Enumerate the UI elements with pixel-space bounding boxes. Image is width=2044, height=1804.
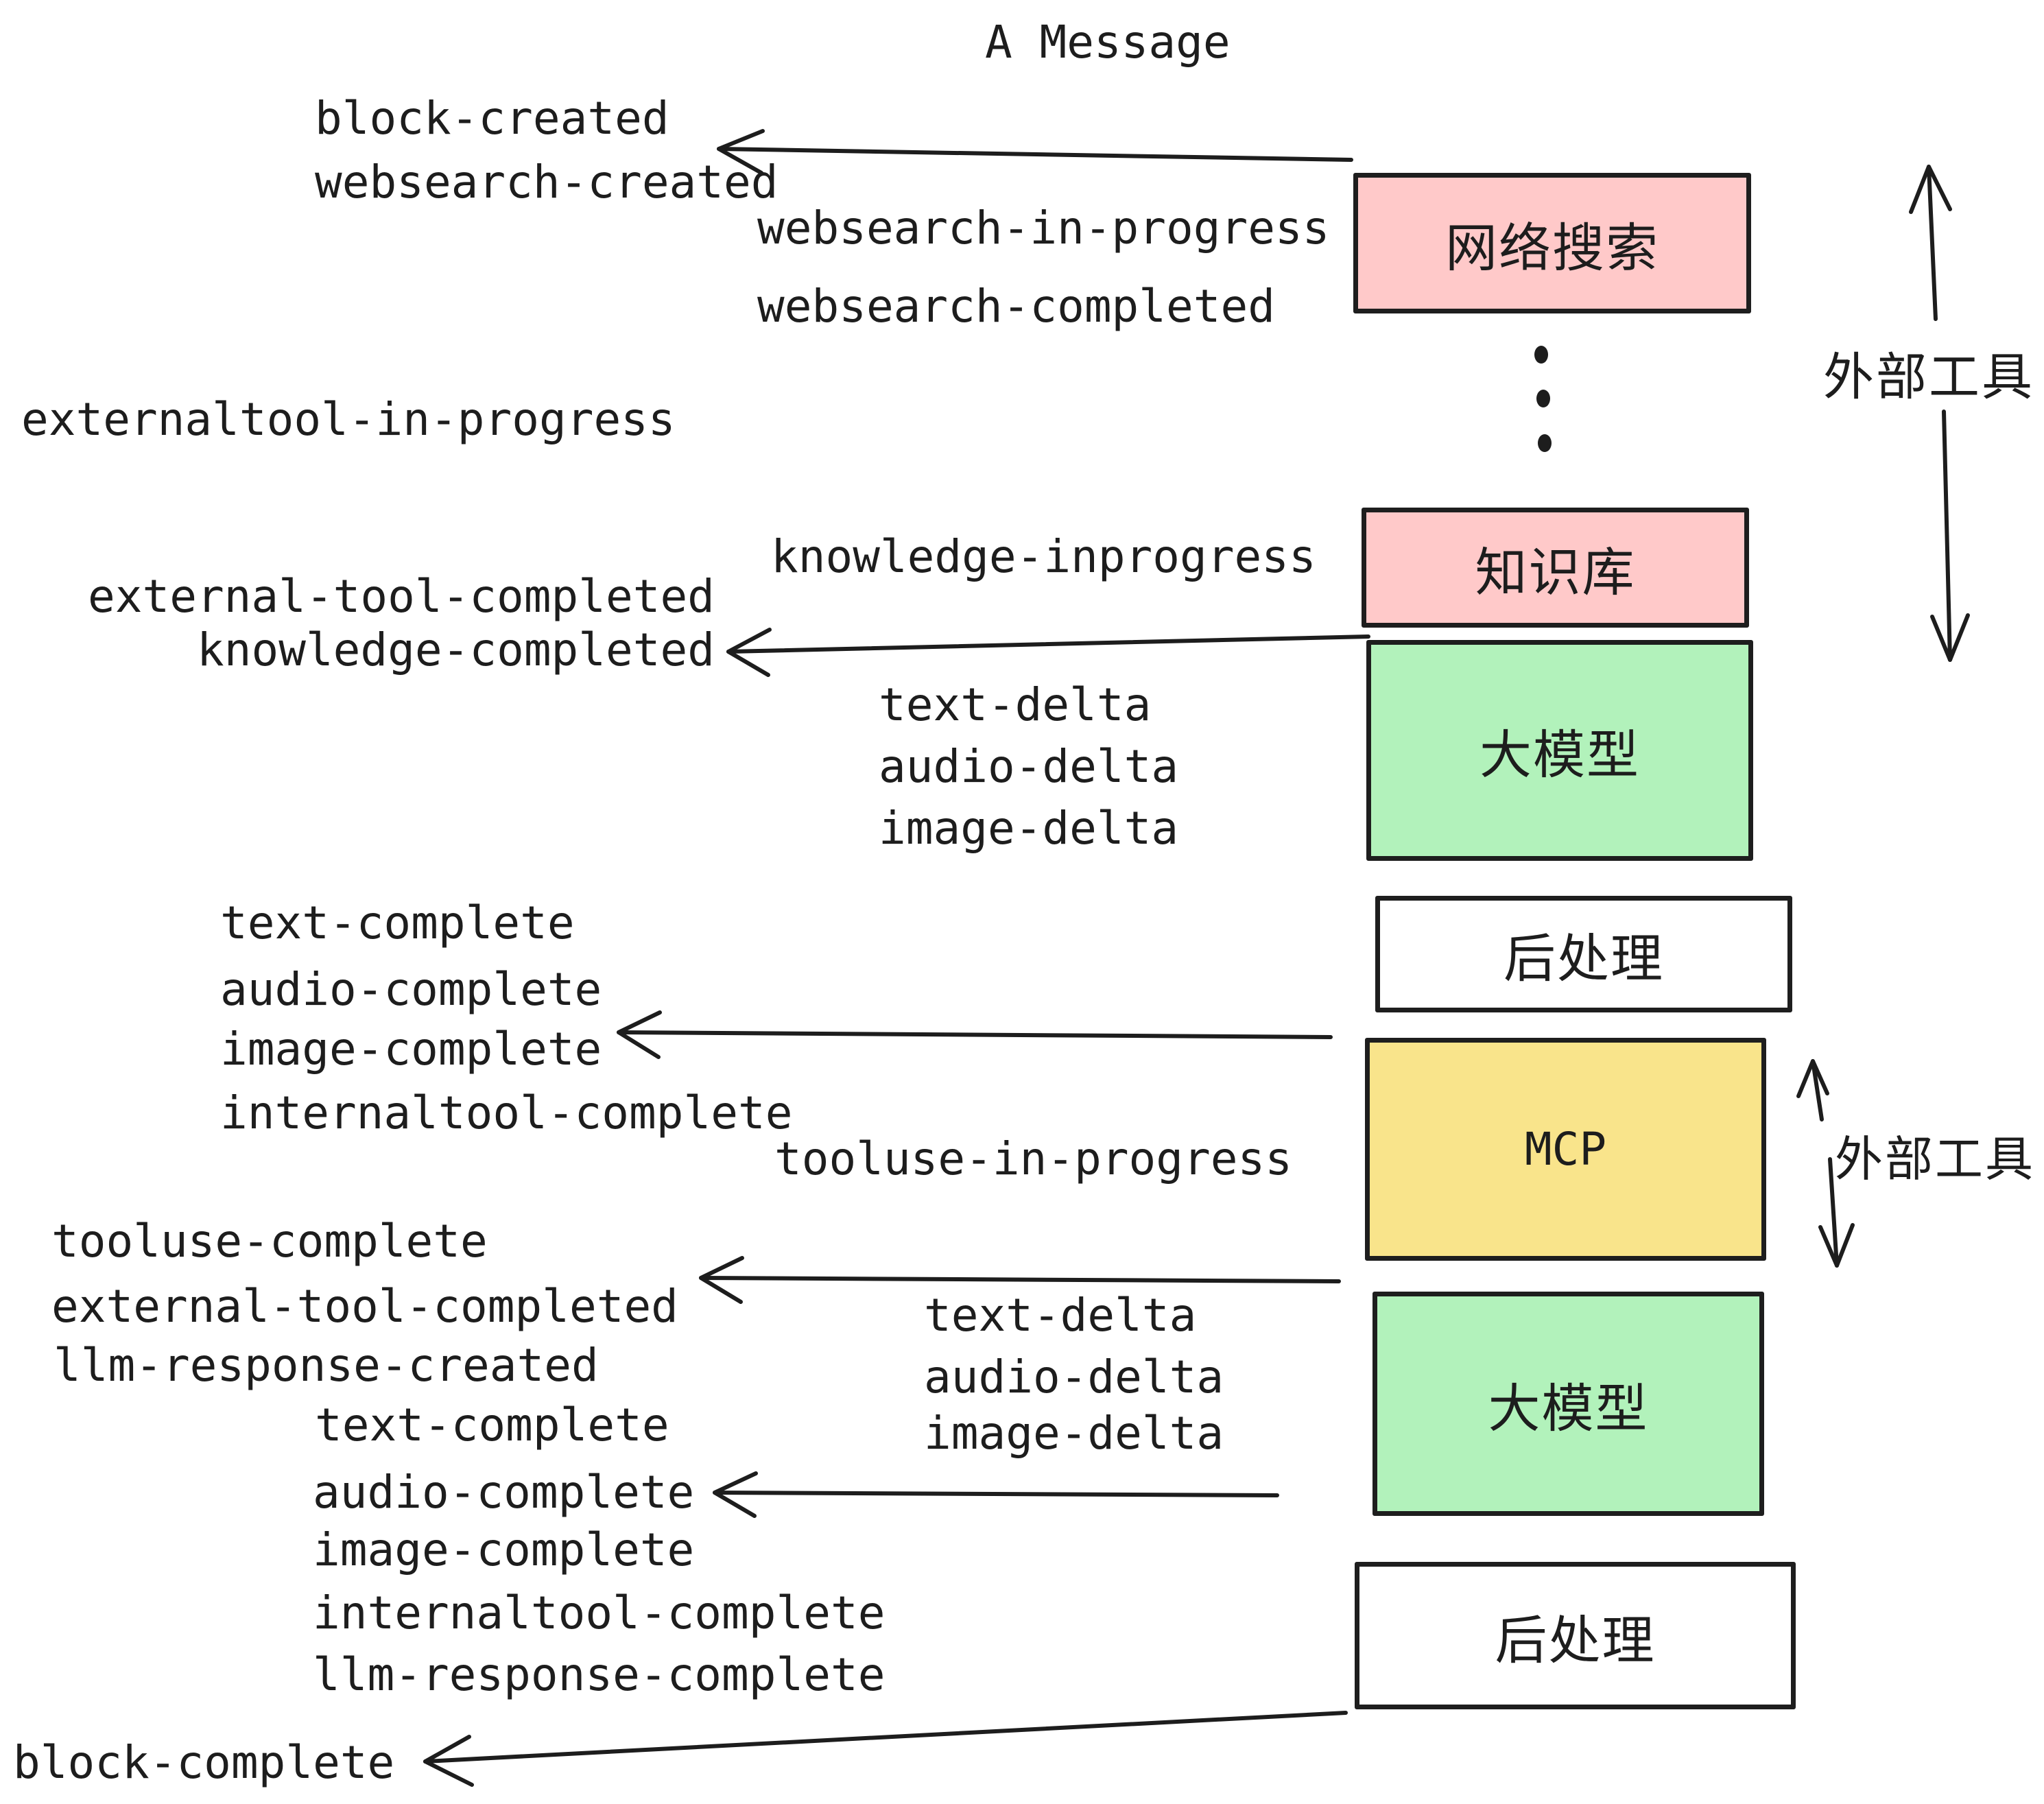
event-label-audio-complete-2: audio-complete [313, 1466, 695, 1519]
external-tools-down-arrow-1 [1930, 410, 1970, 662]
arrow-knowledge-completed [726, 628, 1370, 677]
event-label-knowledge-completed: knowledge-completed [197, 624, 715, 676]
box-knowledge: 知识库 [1362, 508, 1749, 628]
event-label-image-delta-2: image-delta [924, 1407, 1224, 1460]
external-tools-label-1: 外部工具 [1823, 348, 2034, 407]
event-label-internaltool-complete-2: internaltool-complete [313, 1587, 886, 1639]
external-tools-up-arrow-2 [1796, 1059, 1829, 1121]
box-llm-1: 大模型 [1366, 640, 1753, 861]
event-label-text-delta-2: text-delta [924, 1289, 1197, 1342]
event-label-image-complete-2: image-complete [313, 1523, 695, 1576]
box-mcp: MCP [1365, 1038, 1766, 1261]
event-label-block-complete: block-complete [13, 1736, 395, 1789]
event-label-audio-complete: audio-complete [220, 963, 602, 1016]
event-label-tooluse-complete: tooluse-complete [51, 1215, 488, 1268]
arrow-block-complete [423, 1711, 1348, 1787]
arrow-internal-complete-1 [617, 1010, 1333, 1059]
external-tools-up-arrow-1 [1909, 165, 1952, 321]
event-label-text-complete-2: text-complete [315, 1399, 669, 1451]
event-label-text-delta: text-delta [879, 678, 1152, 731]
event-label-text-complete: text-complete [220, 897, 575, 949]
event-label-block-created: block-created [315, 92, 669, 145]
event-label-external-tool-completed: external-tool-completed [88, 570, 715, 623]
box-postprocess-1: 后处理 [1375, 896, 1792, 1012]
event-label-externaltool-in-progress: externaltool-in-progress [21, 393, 676, 446]
event-label-image-delta: image-delta [879, 802, 1179, 855]
box-websearch: 网络搜索 [1353, 173, 1751, 313]
box-postprocess-2: 后处理 [1355, 1562, 1796, 1709]
event-label-llm-response-created: llm-response-created [54, 1339, 599, 1392]
arrow-block-created [717, 129, 1353, 175]
event-label-websearch-in-progress: websearch-in-progress [757, 202, 1330, 254]
event-label-internaltool-complete: internaltool-complete [220, 1087, 793, 1139]
ellipsis-dots [1534, 346, 1552, 452]
event-label-audio-delta-2: audio-delta [924, 1351, 1224, 1403]
box-llm-2: 大模型 [1372, 1292, 1764, 1516]
event-label-llm-response-complete: llm-response-complete [313, 1648, 886, 1701]
event-label-websearch-completed: websearch-completed [757, 280, 1275, 333]
external-tools-label-2: 外部工具 [1835, 1131, 2035, 1187]
event-label-external-tool-completed-2: external-tool-completed [51, 1280, 678, 1333]
event-label-image-complete: image-complete [220, 1023, 602, 1076]
event-label-websearch-created: websearch-created [315, 156, 779, 209]
arrow-llm-complete-2 [713, 1471, 1279, 1518]
event-label-knowledge-inprogress: knowledge-inprogress [771, 530, 1316, 583]
diagram-title: A Message [985, 16, 1231, 69]
event-label-tooluse-in-progress: tooluse-in-progress [774, 1132, 1292, 1185]
event-label-audio-delta: audio-delta [879, 740, 1179, 793]
